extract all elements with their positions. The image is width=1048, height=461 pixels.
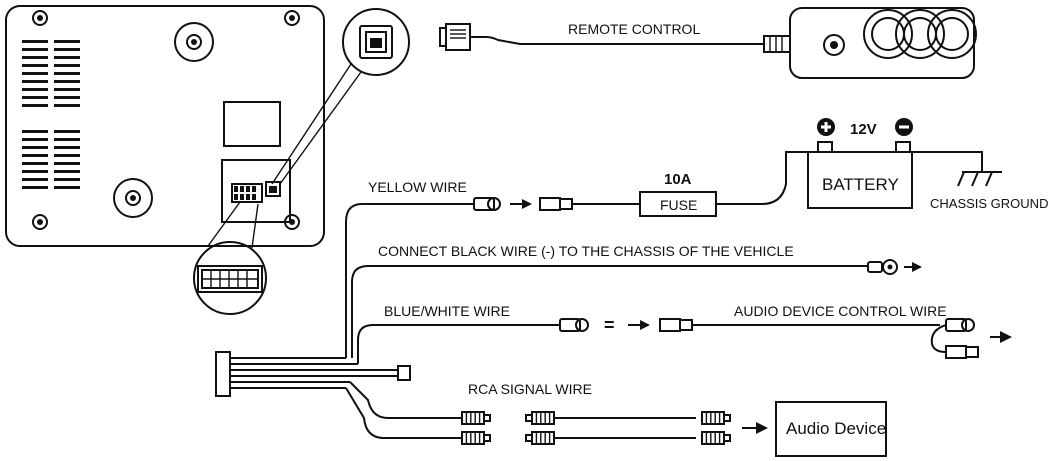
spade-connector-icon [659,318,693,332]
rca-plug-icon [525,411,555,425]
rca-signal-wire-label: RCA SIGNAL WIRE [468,381,592,397]
blue-white-wire-section: BLUE/WHITE WIRE = AUDIO DEVICE CONTROL W… [384,303,1012,359]
wire-harness [215,203,868,439]
ring-connector-icon [945,318,975,332]
audio-device-label: Audio Device [786,419,886,438]
harness-connector-callout [193,201,267,315]
minus-terminal-icon [895,118,913,136]
equals-sign: = [604,315,615,335]
rca-plug-icon [525,431,555,445]
battery: BATTERY [807,141,913,209]
arrow-icon [510,199,532,209]
black-wire-label: CONNECT BLACK WIRE (-) TO THE CHASSIS OF… [378,243,794,259]
rca-plug-icon [461,431,491,445]
yellow-wire-label: YELLOW WIRE [368,179,467,195]
voltage-label: 12V [850,121,877,138]
arrow-icon [628,320,650,330]
head-unit-rear [5,5,325,247]
rca-plug-icon [461,411,731,445]
blue-white-wire-label: BLUE/WHITE WIRE [384,303,510,319]
fuse-rating-label: 10A [664,171,692,188]
rj-plug-icon [439,23,471,51]
audio-device-control-wire-label: AUDIO DEVICE CONTROL WIRE [734,303,947,319]
label-plate [223,101,281,147]
black-wire-section: CONNECT BLACK WIRE (-) TO THE CHASSIS OF… [378,243,922,275]
spade-connector-icon [539,197,573,211]
rca-plug-icon [701,411,731,425]
rca-plug-icon [461,411,491,425]
arrow-icon [742,422,768,434]
arrow-icon [904,262,922,272]
rj-jack-callout [271,8,410,185]
remote-control-unit [763,7,977,79]
fuse-label: FUSE [660,197,697,213]
plus-terminal-icon [817,118,835,136]
rca-signal-section: RCA SIGNAL WIRE Audio Device [461,381,887,457]
audio-device-box [775,401,887,457]
ring-connector-icon [473,197,501,211]
chassis-ground-label: CHASSIS GROUND [930,196,1048,211]
remote-control-section: REMOTE CONTROL [439,7,977,79]
ring-connector-icon [559,318,589,332]
spade-connector-icon [945,345,979,359]
ring-terminal-icon [867,259,898,275]
battery-label: BATTERY [822,175,899,194]
ground-icon [957,171,1002,187]
screw-icon [32,10,300,230]
arrow-icon [990,331,1012,343]
yellow-wire-section: YELLOW WIRE 10A FUSE BATTERY [368,118,1048,217]
mount-boss-icon [113,22,214,218]
remote-control-label: REMOTE CONTROL [568,21,700,37]
rca-plug-icon [701,431,731,445]
vent-grille [22,40,80,189]
